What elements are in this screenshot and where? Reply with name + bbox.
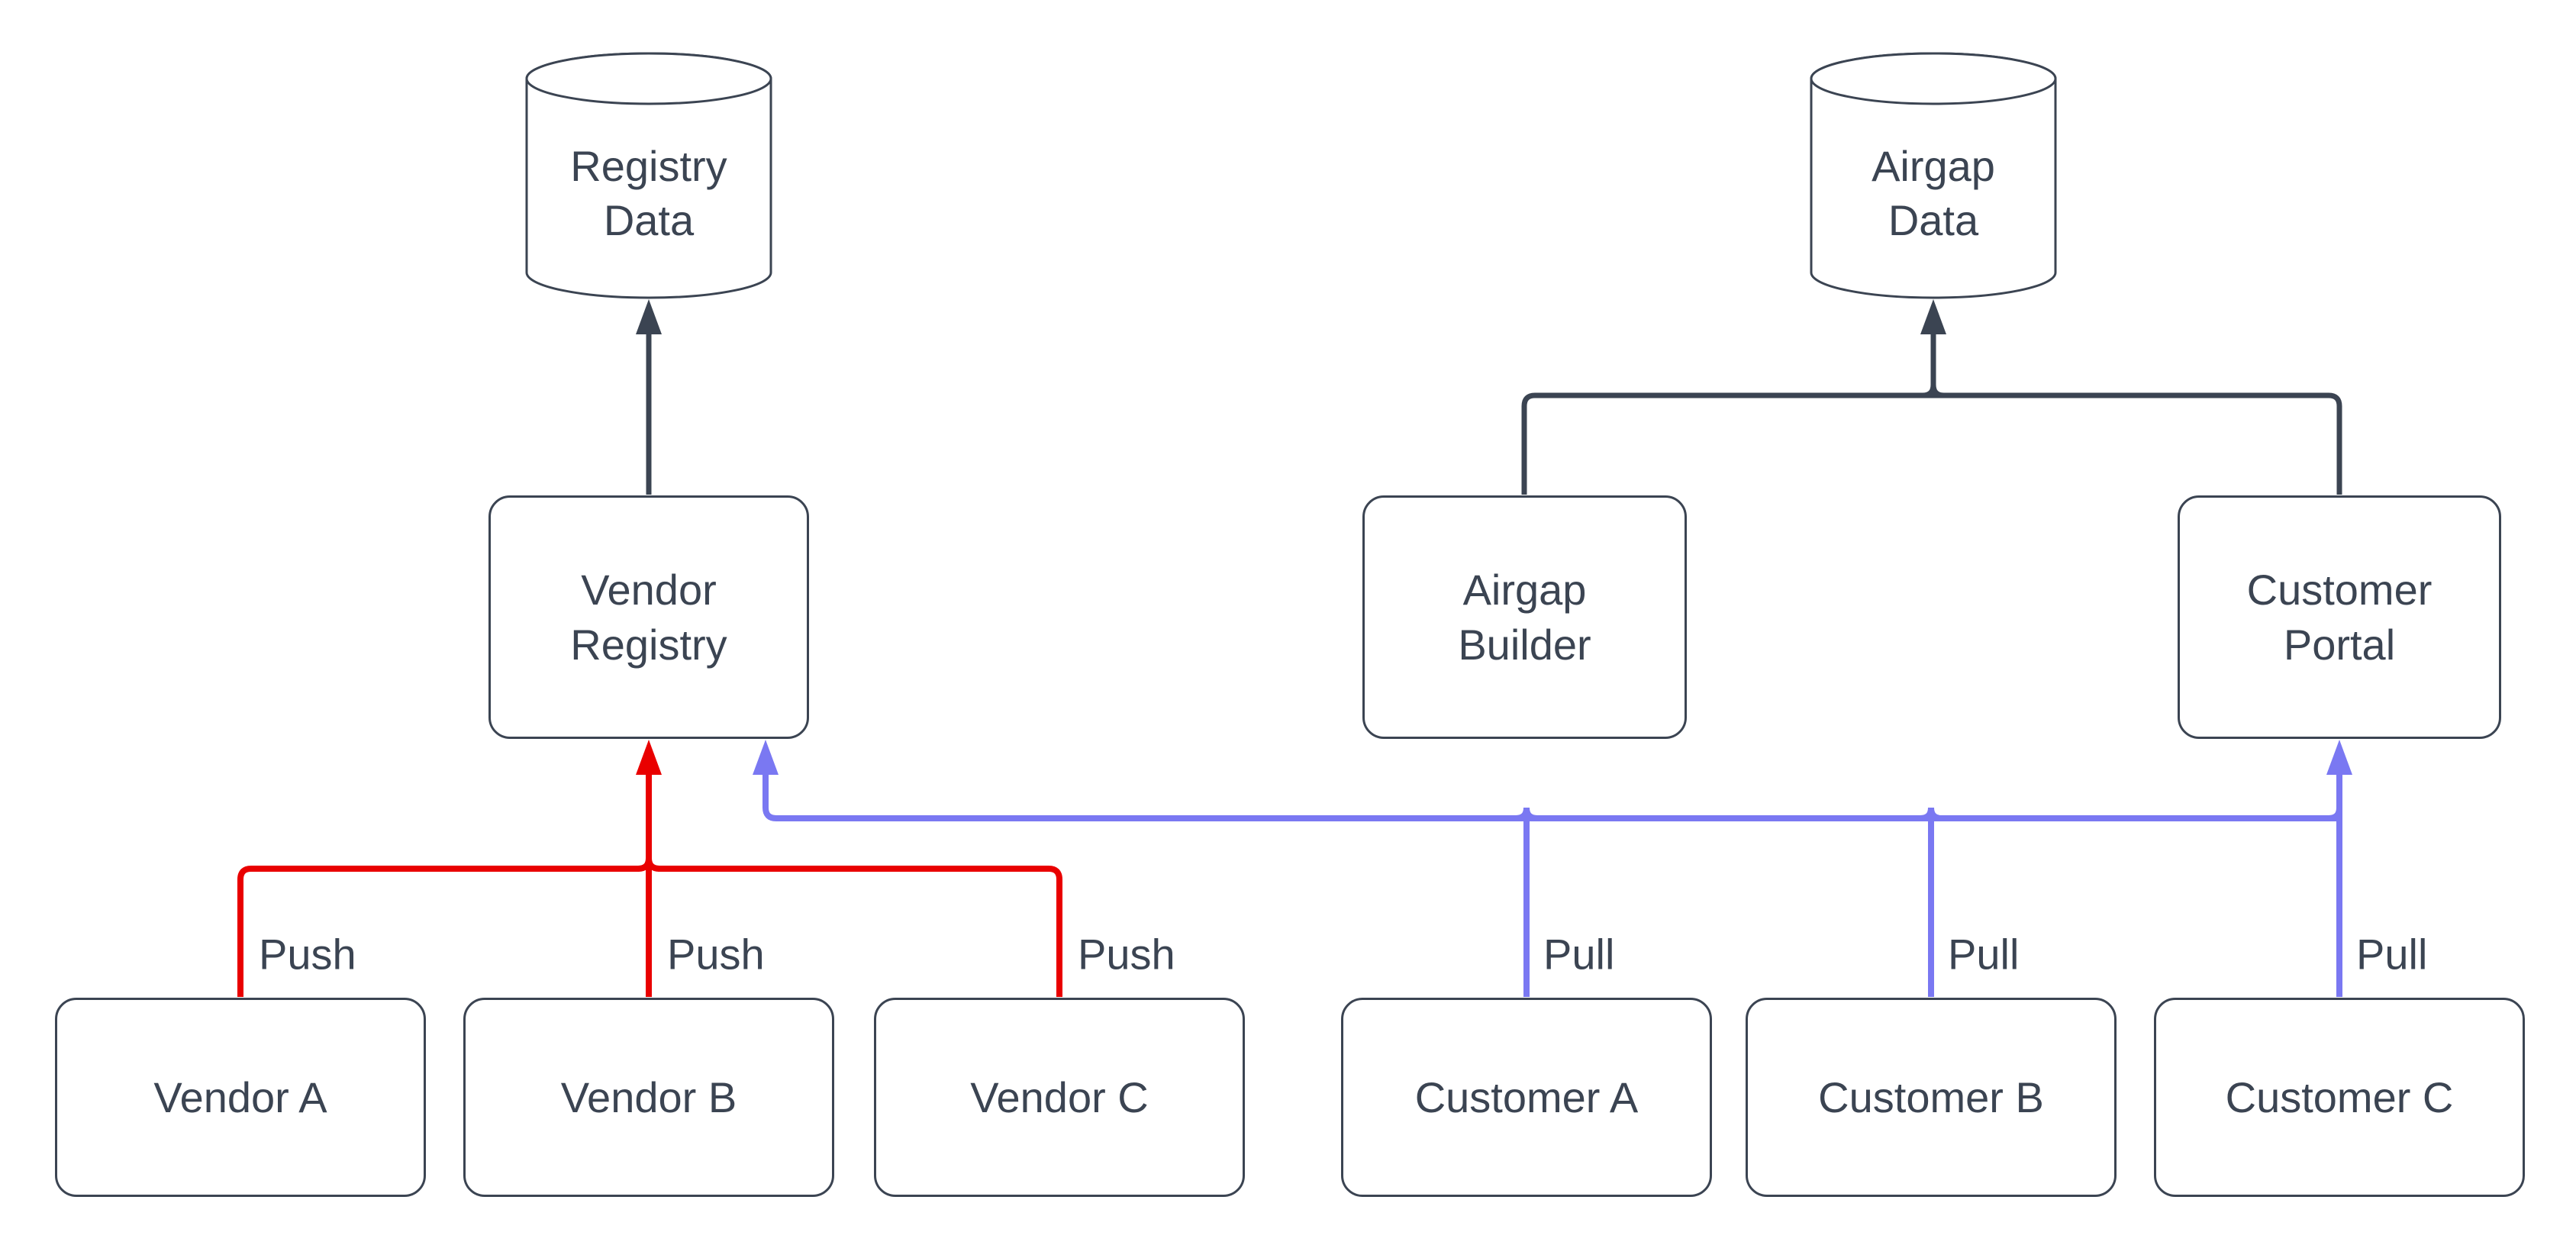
node-registry-data: Registry Data <box>527 53 771 298</box>
node-label: Customer C <box>2225 1073 2454 1121</box>
edge-label-push-vendor-a: Push <box>259 930 356 979</box>
node-label: Vendor C <box>970 1073 1149 1121</box>
edge-vendors-push-to-vendor-registry <box>237 740 1062 997</box>
node-label-line: Vendor <box>581 566 717 614</box>
edge-vendor-registry-to-registry-data <box>636 299 662 495</box>
edge-label-pull-customer-b: Pull <box>1948 930 2020 979</box>
cylinder-airgap-data <box>1810 52 2057 299</box>
node-label: Vendor A <box>153 1073 327 1121</box>
node-label-line: Registry <box>570 620 727 669</box>
node-airgap-builder: Airgap Builder <box>1362 495 1687 739</box>
node-label-line: Data <box>603 196 695 244</box>
node-label-line: Registry <box>570 141 727 190</box>
edge-customers-pull <box>753 740 2352 997</box>
node-label-line: Builder <box>1458 620 1591 669</box>
arrowhead-up-icon <box>1920 299 1946 334</box>
node-customer-portal: Customer Portal <box>2178 495 2501 739</box>
edge-label-pull-customer-a: Pull <box>1543 930 1615 979</box>
edge-builder-portal-to-airgap-data <box>1521 299 2342 495</box>
node-vendor-c: Vendor C <box>874 998 1245 1197</box>
node-customer-c: Customer C <box>2154 998 2525 1197</box>
node-label: Vendor B <box>560 1073 737 1121</box>
arrowhead-up-icon <box>753 740 779 775</box>
arrowhead-up-icon <box>2326 740 2352 775</box>
node-airgap-data: Airgap Data <box>1811 53 2055 298</box>
node-label-line: Airgap <box>1872 141 1995 190</box>
node-label: Customer A <box>1414 1073 1639 1121</box>
node-label: Customer B <box>1818 1073 2044 1121</box>
cylinder-registry-data <box>525 52 772 299</box>
arrowhead-up-icon <box>636 299 662 334</box>
node-label-line: Portal <box>2283 620 2396 669</box>
node-vendor-registry: Vendor Registry <box>488 495 809 739</box>
node-vendor-a: Vendor A <box>55 998 426 1197</box>
edge-label-push-vendor-b: Push <box>667 930 765 979</box>
node-label-line: Airgap <box>1462 566 1587 614</box>
arrowhead-up-icon <box>636 740 662 775</box>
edge-label-pull-customer-c: Pull <box>2356 930 2428 979</box>
node-label-line: Customer <box>2246 566 2433 614</box>
node-label-line: Data <box>1888 196 1979 244</box>
node-customer-b: Customer B <box>1746 998 2117 1197</box>
node-vendor-b: Vendor B <box>463 998 834 1197</box>
edge-label-push-vendor-c: Push <box>1078 930 1175 979</box>
node-customer-a: Customer A <box>1341 998 1712 1197</box>
